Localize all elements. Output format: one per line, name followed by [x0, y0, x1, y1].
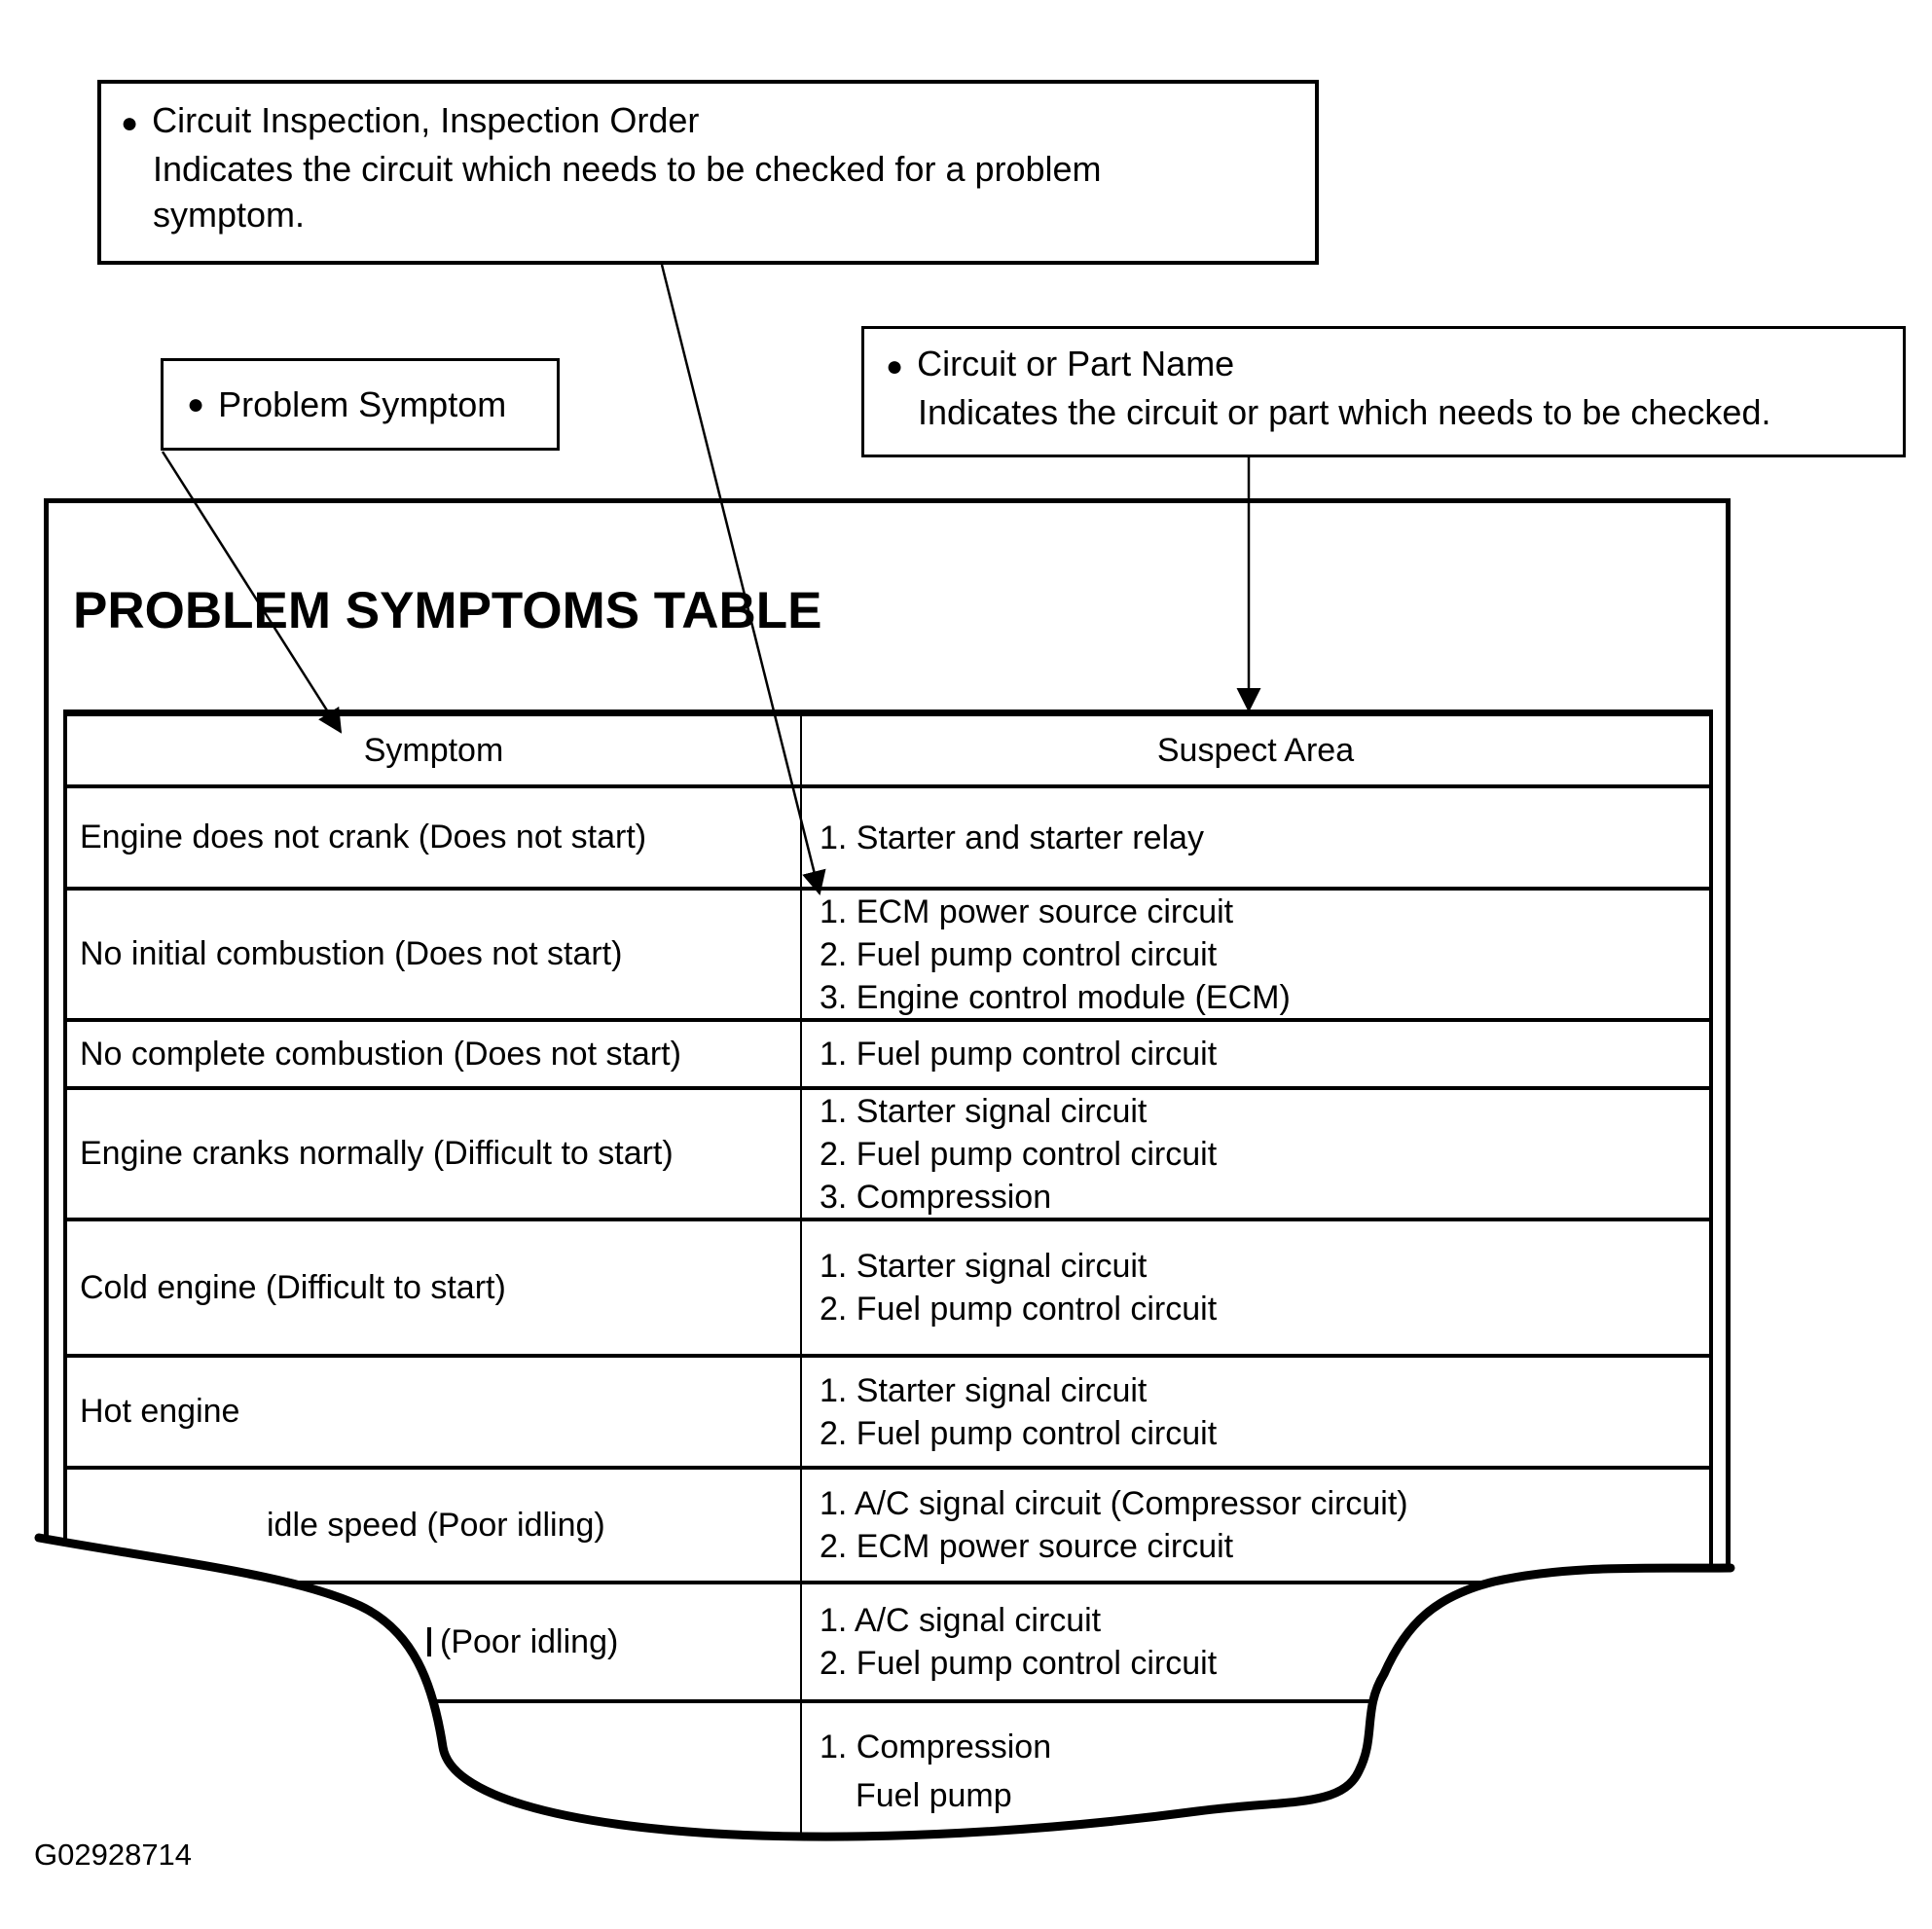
suspect-area-cell: 1. Starter and starter relay: [800, 788, 1709, 887]
symptom-cell: No initial combustion (Does not start): [67, 891, 800, 1018]
suspect-area-cell: 1. Starter signal circuit 2. Fuel pump co…: [800, 1358, 1709, 1466]
figure-code: G02928714: [34, 1838, 193, 1872]
suspect-item: 1. Starter and starter relay: [820, 819, 1204, 856]
table-header-row: Symptom Suspect Area: [67, 716, 1709, 788]
symptom-text: Hot engine: [80, 1393, 240, 1430]
suspect-item: 3. Compression: [820, 1178, 1052, 1216]
table-title: PROBLEM SYMPTOMS TABLE: [73, 582, 822, 639]
suspect-item: 2. Fuel pump control circuit: [820, 1414, 1218, 1452]
callout-title-row: ● Circuit Inspection, Inspection Order: [121, 97, 1305, 146]
suspect-item: 2. Fuel pump control circuit: [820, 1291, 1218, 1328]
suspect-item: 1. Starter signal circuit: [820, 1092, 1148, 1130]
symptom-text: Engine does not crank (Does not start): [80, 819, 647, 855]
symptom-cell: Hot engine: [67, 1358, 800, 1466]
bullet-icon: ●: [187, 388, 205, 420]
suspect-item: 1. Starter signal circuit: [820, 1371, 1148, 1409]
suspect-area-cell: 1. ECM power source circuit 2. Fuel pump …: [800, 891, 1709, 1018]
table-row: Engine does not crank (Does not start) 1.…: [67, 788, 1709, 891]
suspect-item: 1. ECM power source circuit: [820, 892, 1234, 930]
suspect-item: 2. ECM power source circuit: [820, 1528, 1234, 1565]
suspect-area-cell: 1. A/C signal circuit (Compressor circui…: [800, 1470, 1709, 1581]
symptom-text: Engine cranks normally (Difficult to sta…: [80, 1135, 674, 1172]
symptom-cell: idle speed (Poor idling): [67, 1470, 800, 1581]
callout-problem-symptom: ● Problem Symptom: [161, 358, 560, 451]
suspect-area-cell: 1. A/C signal circuit 2. Fuel pump contro…: [800, 1584, 1709, 1699]
table-row: idle speed (Poor idling) 1. A/C signal ci…: [67, 1470, 1709, 1584]
symptom-cell: Engine does not crank (Does not start): [67, 788, 800, 887]
table-row: (Poor idling) 1. A/C signal circuit 2. Fue…: [67, 1584, 1709, 1703]
symptom-text: No complete combustion (Does not start): [80, 1035, 681, 1073]
symptom-text: No initial combustion (Does not start): [80, 935, 623, 972]
table-row: Hot engine 1. Starter signal circuit 2. Fu…: [67, 1358, 1709, 1470]
table-row: No initial combustion (Does not start) 1.…: [67, 891, 1709, 1022]
suspect-item: 1. A/C signal circuit: [820, 1602, 1102, 1639]
torn-partial-glyph: [427, 1627, 431, 1656]
symptom-cell: Engine cranks normally (Difficult to sta…: [67, 1090, 800, 1218]
symptom-cell: Cold engine (Difficult to start): [67, 1221, 800, 1354]
callout-circuit-inspection-desc-line1: Indicates the circuit which needs to be …: [153, 149, 1102, 189]
suspect-item: 2. Fuel pump control circuit: [820, 935, 1218, 973]
suspect-item: 1. Compression: [820, 1729, 1052, 1765]
symptom-cell: (Poor idling): [67, 1584, 800, 1699]
table-row: Engine cranks normally (Difficult to sta…: [67, 1090, 1709, 1221]
symptom-cell: No complete combustion (Does not start): [67, 1022, 800, 1086]
suspect-item: 1. A/C signal circuit (Compressor circui…: [820, 1485, 1408, 1522]
callout-problem-symptom-title: Problem Symptom: [218, 384, 507, 424]
callout-circuit-inspection-desc-line2: symptom.: [153, 195, 306, 235]
suspect-area-cell: 1. Starter signal circuit 2. Fuel pump co…: [800, 1090, 1709, 1218]
suspect-item: 2. Fuel pump control circuit: [820, 1645, 1218, 1682]
header-symptom: Symptom: [363, 731, 504, 769]
table-row: Cold engine (Difficult to start) 1. Start…: [67, 1221, 1709, 1358]
suspect-item: Fuel pump: [856, 1777, 1012, 1814]
header-suspect-area: Suspect Area: [800, 716, 1709, 784]
callout-title-row: ● Circuit or Part Name: [886, 341, 1893, 389]
callout-circuit-or-part-title: Circuit or Part Name: [917, 344, 1235, 383]
symptom-text: Cold engine (Difficult to start): [80, 1268, 506, 1306]
callout-circuit-or-part: ● Circuit or Part Name Indicates the cir…: [861, 326, 1906, 457]
table-row: No complete combustion (Does not start) 1…: [67, 1022, 1709, 1090]
symptom-cell: [67, 1703, 800, 1854]
callout-circuit-inspection: ● Circuit Inspection, Inspection Order I…: [97, 80, 1319, 265]
suspect-item: 2. Fuel pump control circuit: [820, 1135, 1218, 1173]
suspect-item: 3. Engine control module (ECM): [820, 978, 1291, 1016]
callout-circuit-or-part-desc: Indicates the circuit or part which need…: [918, 392, 1771, 432]
symptom-text: idle speed (Poor idling): [267, 1506, 605, 1544]
bullet-icon: ●: [886, 350, 904, 382]
suspect-area-cell: 1. Fuel pump control circuit: [800, 1022, 1709, 1086]
suspect-area-cell: 1. Starter signal circuit 2. Fuel pump co…: [800, 1221, 1709, 1354]
callout-circuit-inspection-title: Circuit Inspection, Inspection Order: [152, 100, 700, 140]
problem-symptoms-table: Symptom Suspect Area Engine does not cra…: [63, 710, 1713, 1854]
suspect-item: 1. Starter signal circuit: [820, 1248, 1148, 1285]
bullet-icon: ●: [121, 107, 139, 139]
suspect-item: 1. Fuel pump control circuit: [820, 1036, 1218, 1073]
symptom-text: (Poor idling): [440, 1622, 619, 1660]
